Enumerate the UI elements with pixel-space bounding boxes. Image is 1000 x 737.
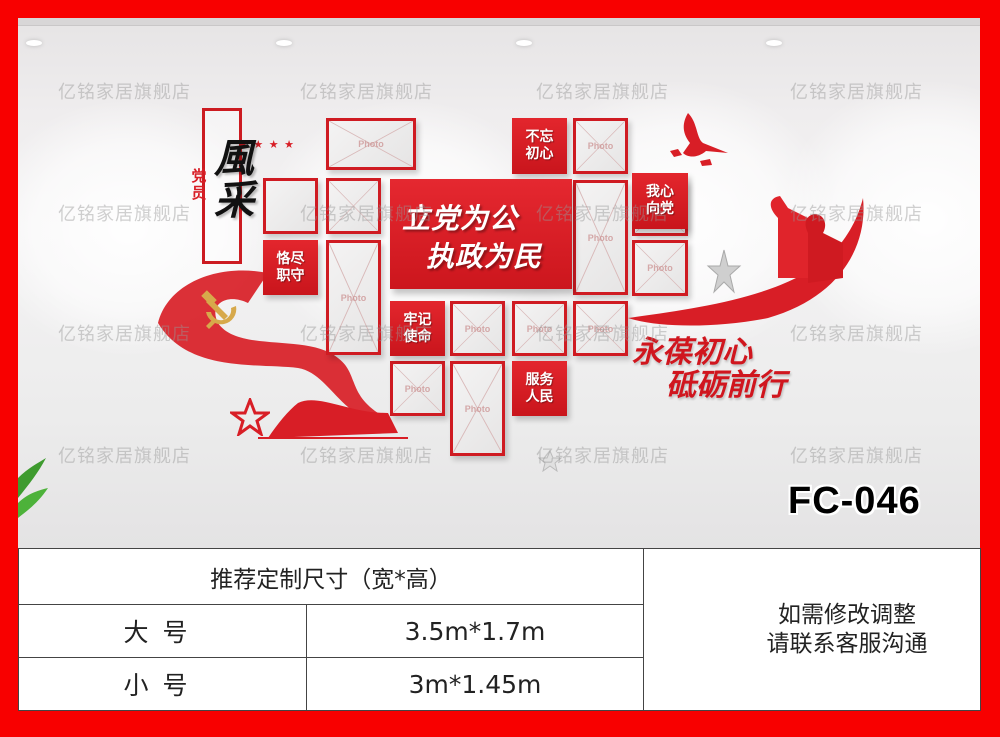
star-outline-icon: [230, 398, 270, 436]
ceiling: [18, 18, 980, 26]
calligraphy-slogan: 永葆初心 砥砺前行: [632, 335, 786, 403]
hammer-sickle-icon: [201, 290, 237, 329]
size-value-small: 3m*1.45m: [306, 657, 644, 711]
photo-frame: Photo: [326, 240, 381, 355]
tile-woxin-xiangdang: 我心向党: [632, 173, 688, 229]
spec-header: 推荐定制尺寸（宽*高）: [18, 548, 644, 605]
watermark: 亿铭家居旗舰店: [536, 446, 669, 467]
watermark: 亿铭家居旗舰店: [790, 324, 923, 345]
main-slogan-line2: 执政为民: [426, 240, 543, 273]
photo-frame: Photo: [390, 361, 445, 416]
ceiling-light: [26, 40, 42, 46]
watermark: 亿铭家居旗舰店: [536, 204, 669, 225]
small-star-icon: [538, 450, 562, 472]
photo-frame: Photo: [573, 301, 628, 356]
red-ribbon-right: [628, 196, 864, 326]
photo-frame: Photo: [450, 361, 505, 456]
stars-icon: ★ ★ ★ ★: [238, 138, 295, 151]
star-silver-icon: [706, 249, 742, 294]
customization-note: 如需修改调整 请联系客服沟通: [643, 548, 981, 711]
title-frame: [202, 108, 242, 264]
watermark: 亿铭家居旗舰店: [58, 324, 191, 345]
watermark: 亿铭家居旗舰店: [536, 324, 669, 345]
photo-frame: Photo: [512, 301, 567, 356]
tile-kejin-zhishou: 恪尽职守: [263, 240, 318, 295]
size-label-small: 小号: [18, 657, 307, 711]
dove-icon: [670, 113, 728, 166]
watermark: 亿铭家居旗舰店: [58, 82, 191, 103]
watermark: 亿铭家居旗舰店: [300, 204, 433, 225]
photo-frame: [263, 178, 318, 234]
photo-frame: Photo: [632, 240, 688, 296]
tile-buwang-chuxin: 不忘初心: [512, 118, 567, 174]
watermark: 亿铭家居旗舰店: [58, 446, 191, 467]
size-value-large: 3.5m*1.7m: [306, 604, 644, 658]
model-number: FC-046: [788, 480, 921, 522]
photo-frame: [326, 178, 381, 234]
photo-frame: Photo: [326, 118, 416, 170]
watermark: 亿铭家居旗舰店: [300, 446, 433, 467]
watermark: 亿铭家居旗舰店: [300, 82, 433, 103]
watermark: 亿铭家居旗舰店: [790, 82, 923, 103]
size-spec-table: 推荐定制尺寸（宽*高） 如需修改调整 请联系客服沟通 大号 3.5m*1.7m …: [18, 548, 981, 711]
ceiling-light: [276, 40, 292, 46]
watermark: 亿铭家居旗舰店: [536, 82, 669, 103]
size-label-large: 大号: [18, 604, 307, 658]
main-slogan-line1: 立党为公: [402, 202, 519, 235]
calligraphy-title: 風采: [214, 135, 254, 224]
tile-fuwu-renmin: 服务人民: [512, 361, 567, 416]
ceiling-light: [766, 40, 782, 46]
watermark: 亿铭家居旗舰店: [58, 204, 191, 225]
party-member-label: 党员: [191, 167, 207, 202]
watermark: 亿铭家居旗舰店: [790, 204, 923, 225]
tile-laoji-shiming: 牢记使命: [390, 301, 445, 356]
main-slogan-panel: 立党为公 执政为民: [390, 179, 572, 289]
photo-frame: Photo: [573, 118, 628, 174]
ceiling-light: [516, 40, 532, 46]
photo-frame: Photo: [573, 180, 628, 295]
plant-icon: [18, 458, 48, 518]
product-render: ★ ★ ★ ★ 党员 風采 Photo Photo Photo Photo Ph…: [18, 18, 980, 548]
photo-frame: Photo: [450, 301, 505, 356]
watermark: 亿铭家居旗舰店: [790, 446, 923, 467]
watermark: 亿铭家居旗舰店: [300, 324, 433, 345]
